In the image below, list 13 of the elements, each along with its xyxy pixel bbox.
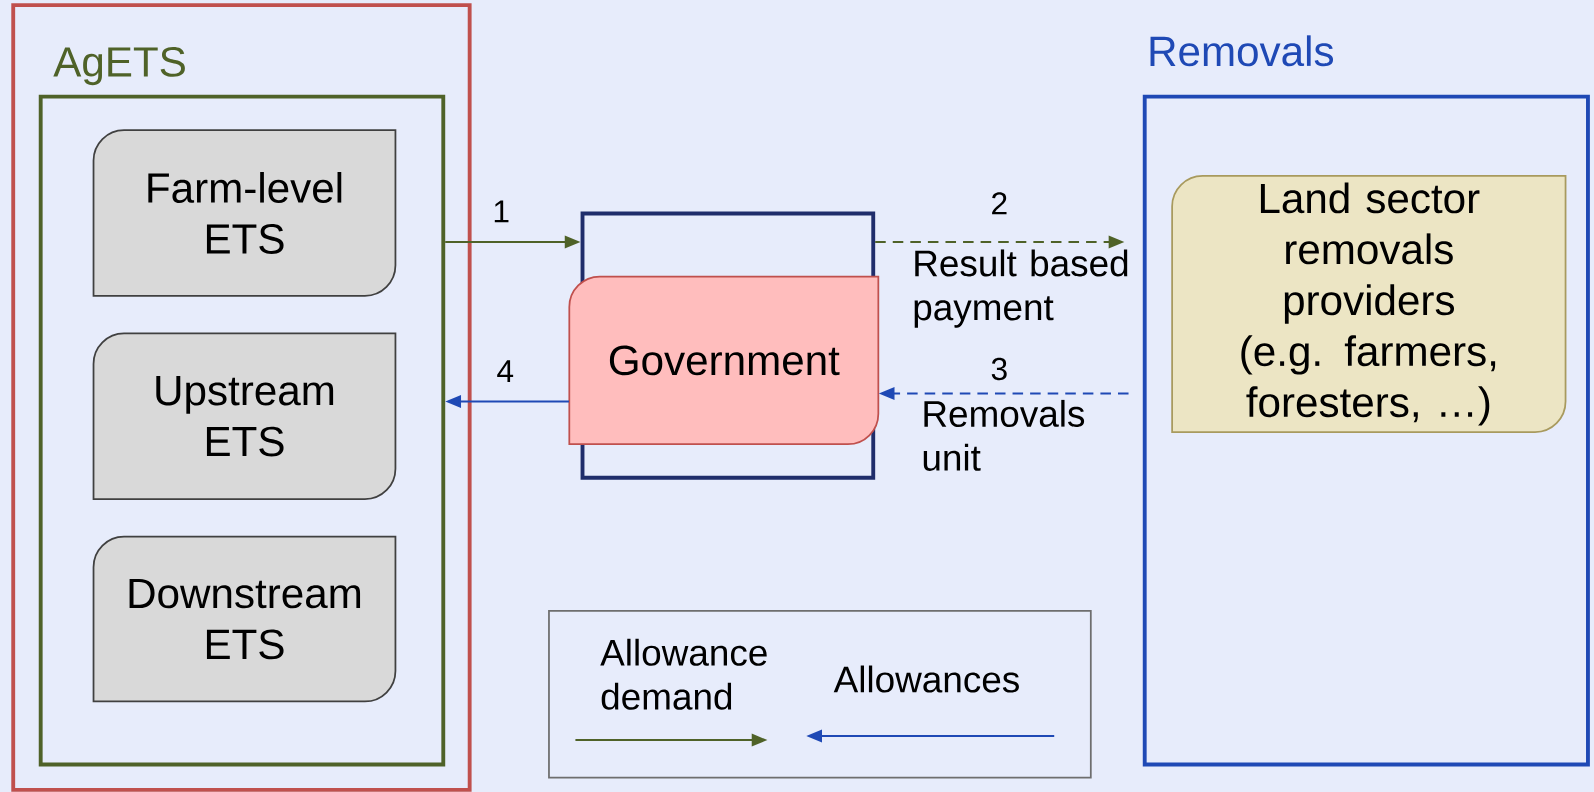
rounded-box: Land sector removals providers (e.g. farmers, foresters, …)	[1171, 175, 1567, 433]
edge-note: Removals unit	[923, 399, 1085, 471]
legend-label: Allowance demand	[600, 638, 767, 710]
edge-note: Result based payment	[914, 249, 1128, 328]
edge-label: 3	[988, 356, 1010, 383]
process-box: Farm-level ETS	[92, 129, 397, 297]
legend-label: Allowances	[833, 665, 1019, 693]
process-box: Upstream ETS	[92, 332, 397, 501]
group-heading: AgETS	[53, 47, 185, 86]
edge-label: 4	[494, 358, 516, 384]
group-heading: Removals	[1150, 35, 1334, 67]
outer-frame	[11, 3, 472, 792]
process-box: Downstream ETS	[92, 535, 397, 703]
